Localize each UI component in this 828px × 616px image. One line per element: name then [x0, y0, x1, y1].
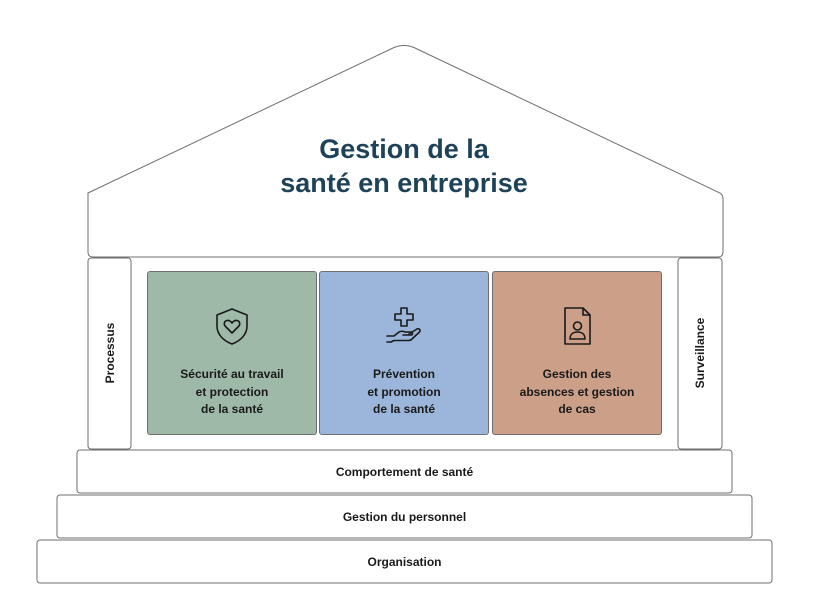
label-surveillance: Surveillance — [693, 317, 707, 389]
step-label-organisation: Organisation — [367, 555, 442, 569]
step-label-personnel: Gestion du personnel — [342, 510, 467, 524]
step-label-comportement: Comportement de santé — [335, 465, 474, 479]
hand-medical-cross-icon — [386, 307, 421, 343]
diagram-title: Gestion de la santé en entreprise — [200, 132, 608, 200]
pillar-label-line: et protection — [195, 384, 269, 399]
pillar-label-line: et promotion — [367, 384, 441, 399]
roof — [87, 45, 724, 258]
document-person-icon — [564, 307, 591, 345]
right-column — [677, 257, 723, 450]
left-column — [87, 257, 132, 450]
label-processus: Processus — [103, 322, 117, 384]
title-line-2: santé en entreprise — [280, 168, 528, 198]
step-2 — [56, 494, 753, 539]
pillar-label-line: Prévention — [372, 367, 435, 381]
title-line-1: Gestion de la — [319, 134, 489, 164]
pillar-label-line: absences et gestion — [519, 384, 635, 399]
pillar-label-line: Sécurité au travail — [180, 367, 284, 381]
pillar-safety: Sécurité au travail et protection de la … — [147, 271, 317, 435]
step-3 — [36, 539, 773, 584]
pillar-label: Sécurité au travail et protection de la … — [156, 366, 308, 419]
pillar-label-line: Gestion des — [542, 367, 612, 381]
pillar-absence-management: Gestion des absences et gestion de cas — [492, 271, 662, 435]
pillar-label-line: de la santé — [372, 402, 436, 416]
shield-heart-icon — [216, 308, 248, 345]
pillar-label: Prévention et promotion de la santé — [328, 366, 480, 419]
step-1 — [76, 449, 733, 494]
pillar-label-line: de cas — [558, 402, 596, 416]
pillar-prevention: Prévention et promotion de la santé — [319, 271, 489, 435]
pillar-label-line: de la santé — [200, 402, 264, 416]
pillar-label: Gestion des absences et gestion de cas — [501, 366, 653, 419]
